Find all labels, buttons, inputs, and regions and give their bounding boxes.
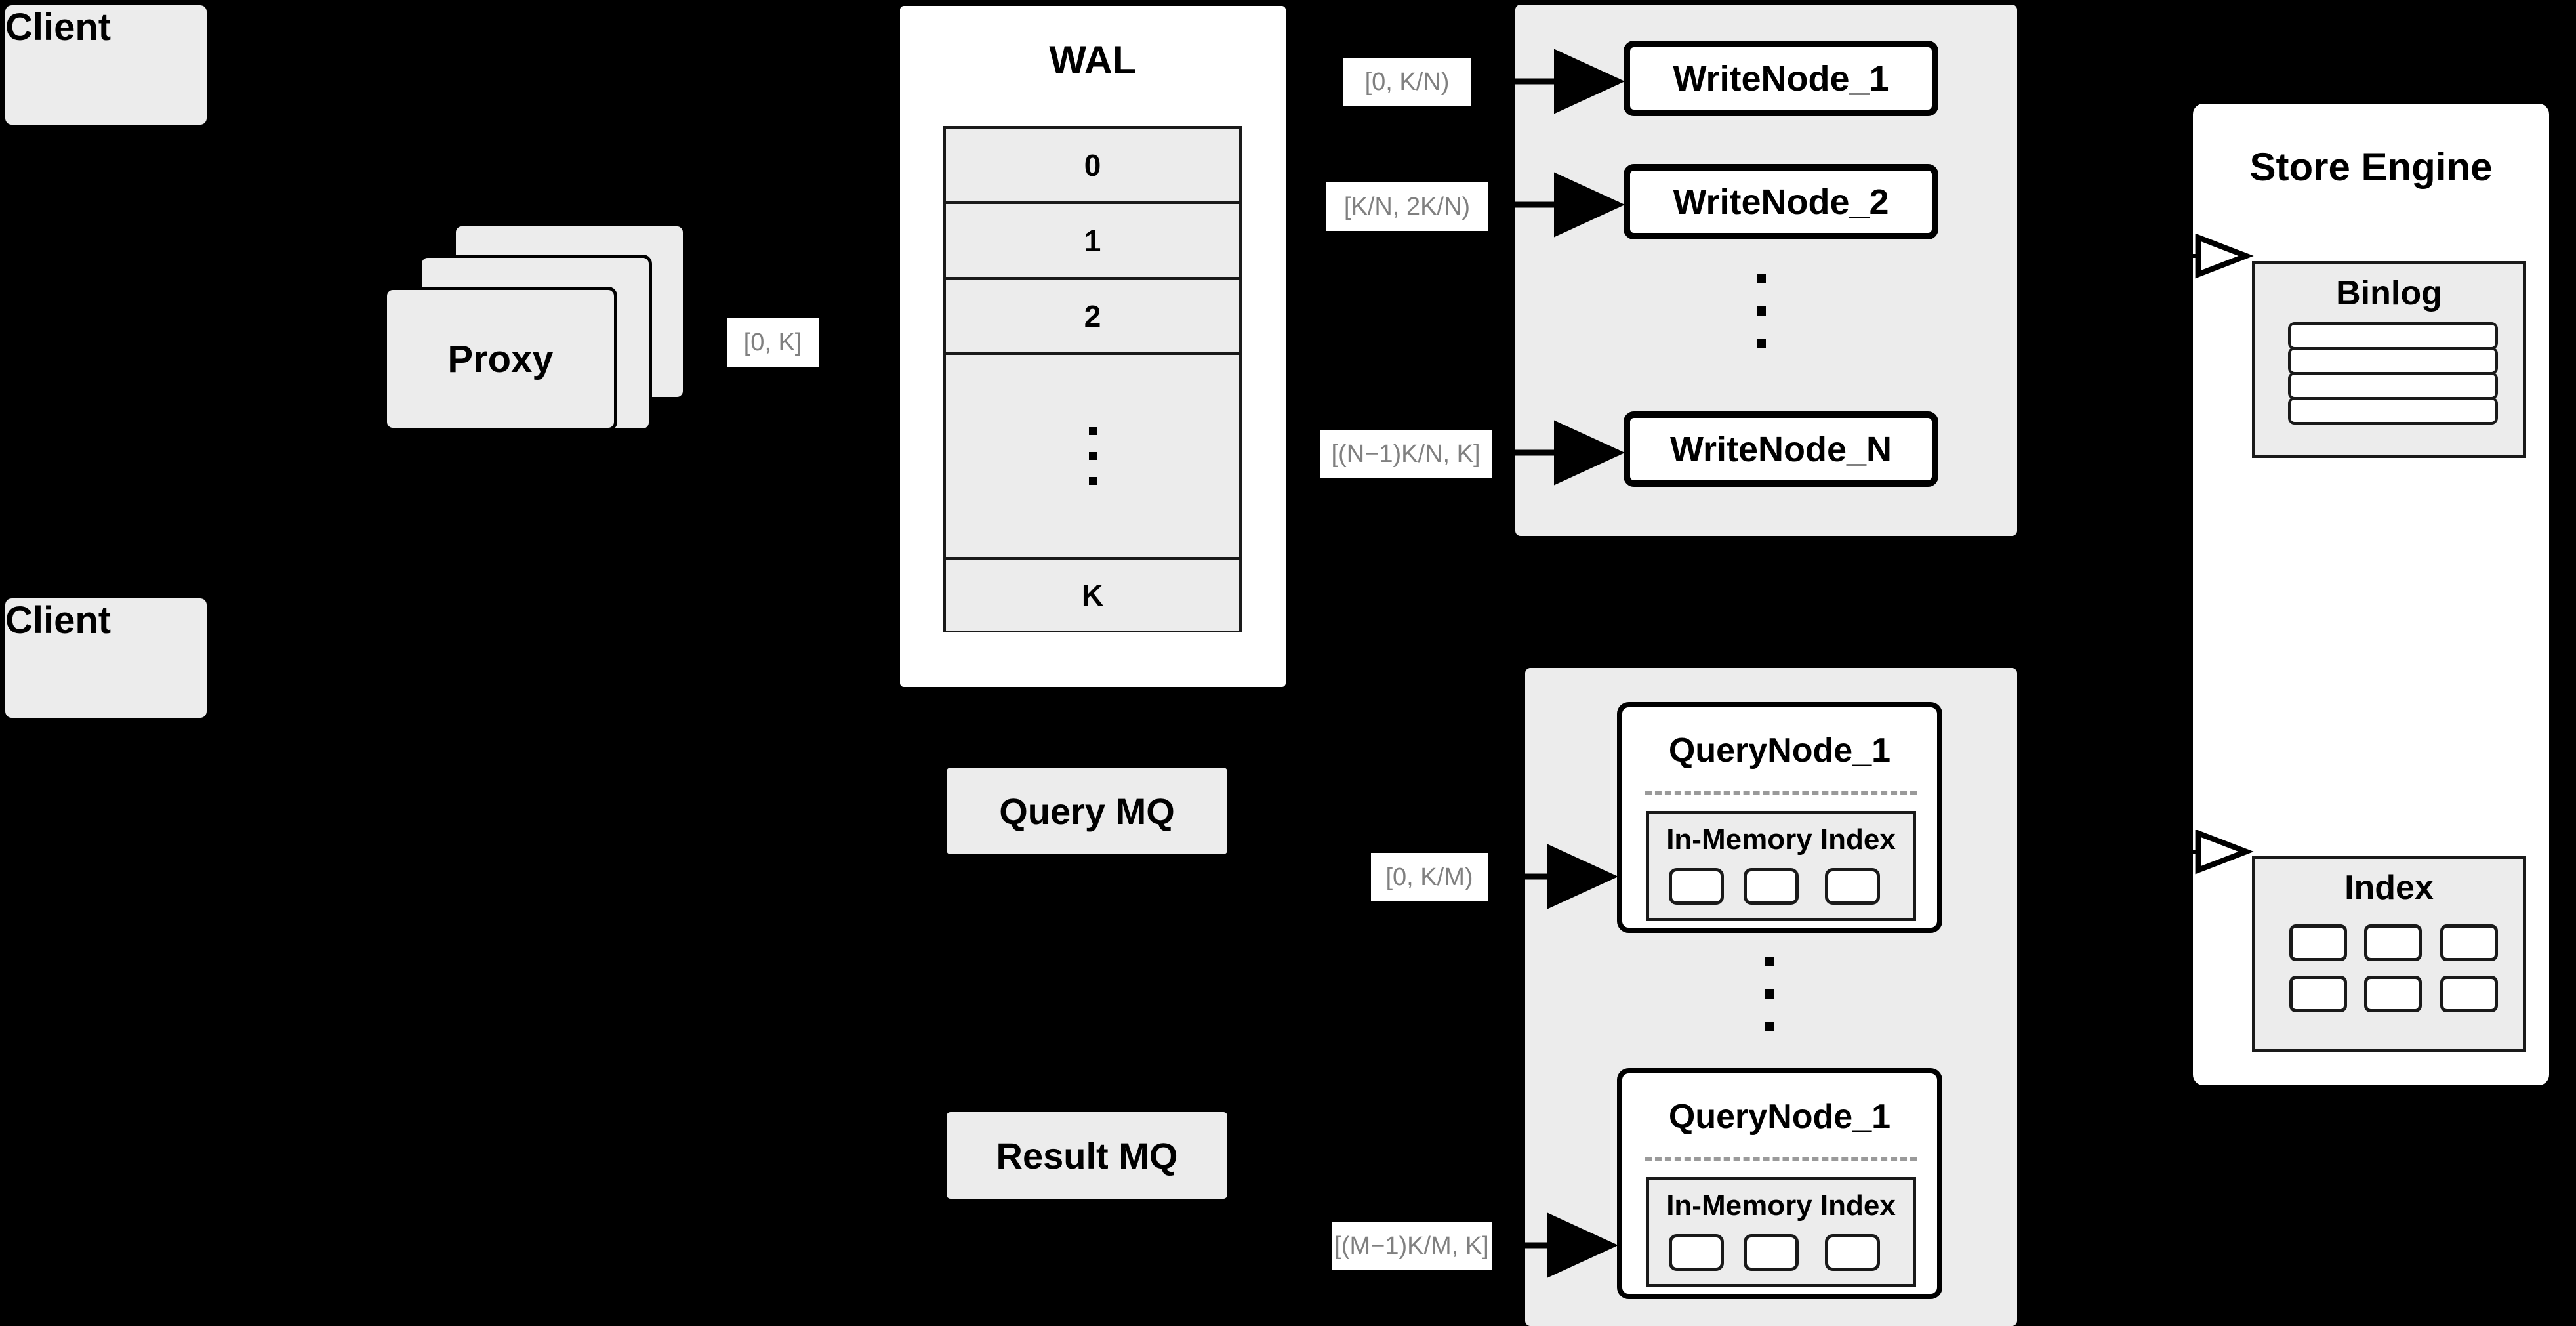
binlog-segment-bar[interactable] bbox=[2288, 397, 2498, 425]
ellipsis-dot bbox=[1765, 989, 1774, 999]
range-label-write-node-2: [K/N, 2K/N) bbox=[1326, 182, 1488, 231]
query-node-label: QueryNode_1 bbox=[1668, 1098, 1891, 1136]
index-segment-chip[interactable] bbox=[1744, 1234, 1799, 1271]
query-node-separator bbox=[1645, 791, 1917, 795]
index-segment-chip[interactable] bbox=[1825, 868, 1880, 905]
ellipsis-dot bbox=[1757, 306, 1766, 316]
result-mq-label: Result MQ bbox=[996, 1134, 1178, 1176]
write-cluster-ellipsis bbox=[1757, 274, 1766, 348]
index-segment-chip[interactable] bbox=[1825, 1234, 1880, 1271]
query-node-separator bbox=[1645, 1157, 1917, 1161]
ellipsis-dot bbox=[1757, 274, 1766, 283]
client-label: Client bbox=[5, 599, 112, 642]
range-label-proxy-to-wal: [0, K] bbox=[727, 318, 819, 367]
query-node-cluster: QueryNode_1 In-Memory Index QueryNode_1 … bbox=[1525, 668, 2017, 1326]
range-label-query-node-1: [0, K/M) bbox=[1371, 853, 1488, 901]
write-node-n[interactable]: WriteNode_N bbox=[1624, 411, 1938, 487]
wal-entry-row: 1 bbox=[946, 204, 1239, 280]
store-engine-panel: Store Engine Binlog Index bbox=[2189, 100, 2553, 1089]
wal-entry-table: 0 1 2 K bbox=[943, 126, 1242, 632]
ellipsis-dot bbox=[1765, 1022, 1774, 1031]
index-segment-chip[interactable] bbox=[1669, 868, 1724, 905]
write-node-label: WriteNode_2 bbox=[1673, 182, 1889, 222]
index-box: Index bbox=[2252, 856, 2526, 1052]
range-label-write-node-n: [(N−1)K/N, K] bbox=[1320, 430, 1492, 478]
index-segment-chip[interactable] bbox=[2289, 976, 2347, 1012]
in-memory-index-2: In-Memory Index bbox=[1646, 1177, 1916, 1287]
query-node-1[interactable]: QueryNode_1 In-Memory Index bbox=[1617, 702, 1942, 933]
ellipsis-dot bbox=[1088, 427, 1097, 435]
client-label: Client bbox=[5, 6, 112, 49]
ellipsis-dot bbox=[1765, 957, 1774, 966]
write-node-1[interactable]: WriteNode_1 bbox=[1624, 41, 1938, 116]
store-engine-title: Store Engine bbox=[2249, 145, 2493, 189]
ellipsis-dot bbox=[1757, 339, 1766, 348]
write-node-2[interactable]: WriteNode_2 bbox=[1624, 164, 1938, 239]
client-box-1[interactable]: Client bbox=[5, 5, 207, 125]
ellipsis-dot bbox=[1088, 477, 1097, 485]
ellipsis-dot bbox=[1088, 452, 1097, 460]
range-label-write-node-1: [0, K/N) bbox=[1343, 58, 1471, 106]
binlog-box: Binlog bbox=[2252, 261, 2526, 458]
proxy-label: Proxy bbox=[447, 337, 554, 381]
binlog-segment-bar[interactable] bbox=[2288, 322, 2498, 350]
wal-title: WAL bbox=[1049, 38, 1137, 82]
binlog-title: Binlog bbox=[2336, 274, 2442, 312]
wal-entry-row-last: K bbox=[946, 560, 1239, 631]
index-segment-chip[interactable] bbox=[2364, 924, 2422, 961]
binlog-segment-bar[interactable] bbox=[2288, 347, 2498, 375]
query-mq-box[interactable]: Query MQ bbox=[947, 768, 1227, 854]
write-node-label: WriteNode_N bbox=[1669, 429, 1892, 469]
query-mq-label: Query MQ bbox=[999, 790, 1175, 832]
index-segment-chip[interactable] bbox=[2364, 976, 2422, 1012]
index-title: Index bbox=[2344, 869, 2434, 907]
range-label-query-node-2: [(M−1)K/M, K] bbox=[1332, 1222, 1492, 1270]
query-node-2[interactable]: QueryNode_1 In-Memory Index bbox=[1617, 1068, 1942, 1299]
result-mq-box[interactable]: Result MQ bbox=[947, 1112, 1227, 1199]
write-node-cluster: WriteNode_1 WriteNode_2 WriteNode_N bbox=[1515, 5, 2017, 536]
write-node-label: WriteNode_1 bbox=[1673, 58, 1889, 98]
index-segment-chip[interactable] bbox=[2440, 976, 2498, 1012]
index-segment-chip[interactable] bbox=[2440, 924, 2498, 961]
in-memory-index-label: In-Memory Index bbox=[1666, 823, 1896, 856]
wal-panel: WAL 0 1 2 K bbox=[897, 3, 1288, 690]
wal-ellipsis-row bbox=[946, 355, 1239, 560]
binlog-segment-bar[interactable] bbox=[2288, 372, 2498, 400]
client-box-2[interactable]: Client bbox=[5, 598, 207, 718]
in-memory-index-1: In-Memory Index bbox=[1646, 811, 1916, 921]
index-segment-chip[interactable] bbox=[1669, 1234, 1724, 1271]
query-node-label: QueryNode_1 bbox=[1668, 732, 1891, 770]
in-memory-index-label: In-Memory Index bbox=[1666, 1190, 1896, 1222]
proxy-card-front[interactable]: Proxy bbox=[384, 287, 617, 431]
wal-entry-row: 0 bbox=[946, 129, 1239, 204]
index-segment-chip[interactable] bbox=[2289, 924, 2347, 961]
query-cluster-ellipsis bbox=[1765, 957, 1774, 1031]
wal-entry-row: 2 bbox=[946, 280, 1239, 355]
index-segment-chip[interactable] bbox=[1744, 868, 1799, 905]
